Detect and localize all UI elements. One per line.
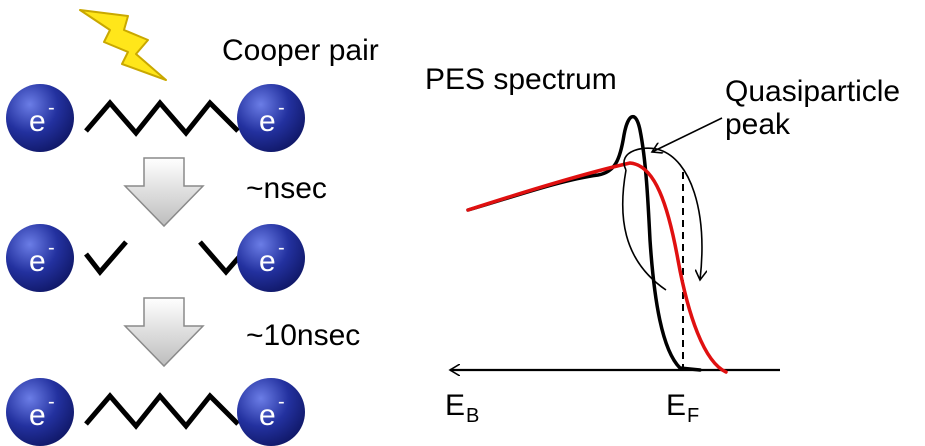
electron-symbol: e (259, 105, 276, 138)
pes-title: PES spectrum (425, 63, 617, 96)
electron-left: e - (6, 84, 74, 152)
electron-symbol: e (29, 399, 46, 432)
axis-label-ef-sub: F (687, 405, 699, 427)
annotation-pointer (652, 117, 723, 152)
spring-broken-right (198, 240, 242, 276)
electron-charge: - (278, 97, 285, 119)
lightning-bolt-icon (79, 9, 167, 81)
spectrum-curve-red (466, 161, 728, 374)
electron-right: e - (237, 224, 305, 292)
electron-charge: - (48, 237, 55, 259)
annotation-peak: peak (725, 108, 791, 141)
spectrum-curve-black (466, 115, 702, 372)
axis-label-eb: E B (445, 389, 479, 427)
cooper-pair-label: Cooper pair (222, 34, 379, 67)
electron-charge: - (278, 391, 285, 413)
time-step-10nsec: ~10nsec (246, 319, 360, 352)
axis-label-ef: E F (666, 389, 699, 427)
spring-broken-left (84, 240, 128, 276)
electron-left: e - (6, 224, 74, 292)
reformed-pair-row: e - e - (6, 378, 305, 446)
spring-full (84, 99, 240, 137)
loop-return (621, 169, 667, 291)
electron-charge: - (48, 391, 55, 413)
electron-charge: - (278, 237, 285, 259)
electron-symbol: e (29, 105, 46, 138)
electron-symbol: e (259, 245, 276, 278)
spring-full (84, 392, 240, 430)
electron-symbol: e (259, 399, 276, 432)
annotation-quasiparticle: Quasiparticle (725, 75, 900, 108)
electron-symbol: e (29, 245, 46, 278)
axis-label-eb-main: E (445, 389, 465, 422)
electron-charge: - (48, 97, 55, 119)
loop-arrow (623, 147, 702, 280)
down-arrow-icon (123, 297, 205, 368)
cooper-pair-row: e - e - (6, 84, 305, 152)
broken-pair-row: e - e - (6, 224, 305, 292)
time-step-nsec: ~nsec (246, 172, 327, 205)
down-arrow-icon (123, 157, 205, 228)
electron-left: e - (6, 378, 74, 446)
axis-label-ef-main: E (666, 389, 686, 422)
axis-label-eb-sub: B (466, 405, 479, 427)
electron-right: e - (237, 84, 305, 152)
electron-right: e - (237, 378, 305, 446)
